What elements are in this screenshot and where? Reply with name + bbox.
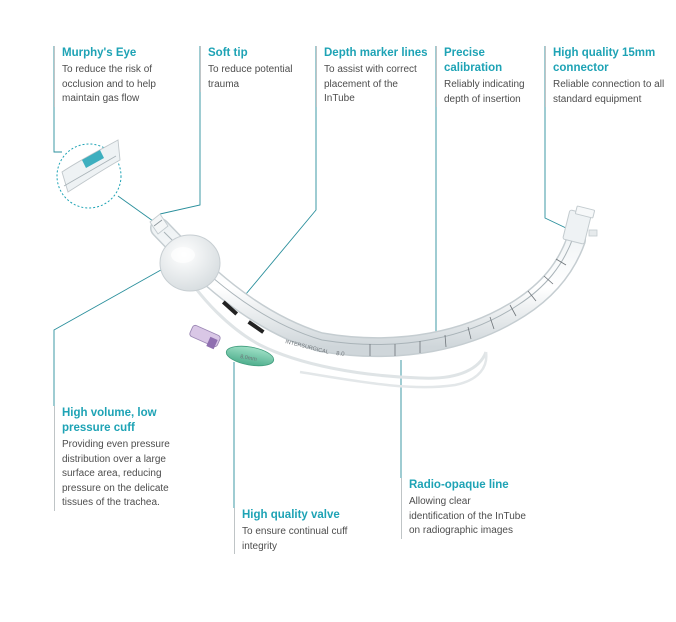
connector-flange xyxy=(588,229,598,237)
calibration-tick xyxy=(555,258,567,266)
pilot-balloon xyxy=(225,345,275,367)
calibration-tick xyxy=(543,275,554,285)
callout-description: To reduce the risk of occlusion and to h… xyxy=(62,64,156,104)
tube-size-print: 8.0 xyxy=(336,351,346,358)
soft-tip xyxy=(149,213,169,235)
valve-housing xyxy=(189,324,221,348)
callout-description: Reliable connection to all standard equi… xyxy=(553,79,665,105)
radio-opaque-line xyxy=(163,231,574,345)
callout-description: Providing even pressure distribution ove… xyxy=(62,439,170,508)
callout-title: Murphy's Eye xyxy=(62,47,137,59)
callout-title: Radio-opaque line xyxy=(409,479,509,491)
callout-cuff: High volume, low pressure cuff Providing… xyxy=(54,406,187,511)
cuff-highlight xyxy=(171,247,195,263)
callout-title: High quality 15mm connector xyxy=(553,47,656,74)
depth-marker-bands xyxy=(221,300,265,334)
callout-description: To assist with correct placement of the … xyxy=(324,64,417,104)
connector xyxy=(562,205,598,245)
magnified-radio-line xyxy=(63,155,117,187)
calibration-marks xyxy=(369,258,567,356)
callout-precise-calibration: Precise calibration Reliably indicating … xyxy=(436,46,544,107)
pilot-size-print: 8.0mm xyxy=(240,354,258,363)
callout-radio-opaque: Radio-opaque line Allowing clear identif… xyxy=(401,478,529,539)
callout-title: High quality valve xyxy=(242,509,340,521)
callout-valve: High quality valve To ensure continual c… xyxy=(234,508,362,554)
connector-rim xyxy=(575,205,595,219)
murphys-eye-magnifier xyxy=(56,139,122,209)
cuff xyxy=(159,234,221,292)
calibration-tick xyxy=(527,290,537,302)
callout-connector: High quality 15mm connector Reliable con… xyxy=(545,46,668,107)
callout-description: To ensure continual cuff integrity xyxy=(242,526,348,552)
calibration-tick xyxy=(509,304,517,317)
murphys-eye-opening xyxy=(82,150,104,168)
calibration-tick xyxy=(444,334,447,348)
callout-murphys-eye: Murphy's Eye To reduce the risk of occlu… xyxy=(54,46,192,107)
callout-title: Depth marker lines xyxy=(324,47,428,59)
calibration-tick xyxy=(489,316,495,330)
callout-description: To reduce potential trauma xyxy=(208,64,293,90)
callout-soft-tip: Soft tip To reduce potential trauma xyxy=(200,46,308,92)
pilot-line-lower xyxy=(299,351,488,389)
depth-marker-band-2 xyxy=(247,320,265,334)
calibration-tick xyxy=(467,326,472,340)
leader-cuff xyxy=(53,265,169,406)
callout-description: Allowing clear identification of the InT… xyxy=(409,496,526,536)
pilot-valve-assembly: 8.0mm xyxy=(189,324,275,367)
callout-depth-marker: Depth marker lines To assist with correc… xyxy=(316,46,429,107)
callout-title: Soft tip xyxy=(208,47,248,59)
callout-title: Precise calibration xyxy=(444,47,503,74)
depth-marker-band-1 xyxy=(221,300,239,316)
tube-body xyxy=(151,219,585,356)
callout-description: Reliably indicating depth of insertion xyxy=(444,79,525,105)
pilot-line xyxy=(176,261,488,380)
leader-soft-tip xyxy=(159,46,201,215)
valve-collar xyxy=(206,336,218,350)
callout-title: High volume, low pressure cuff xyxy=(62,407,157,434)
